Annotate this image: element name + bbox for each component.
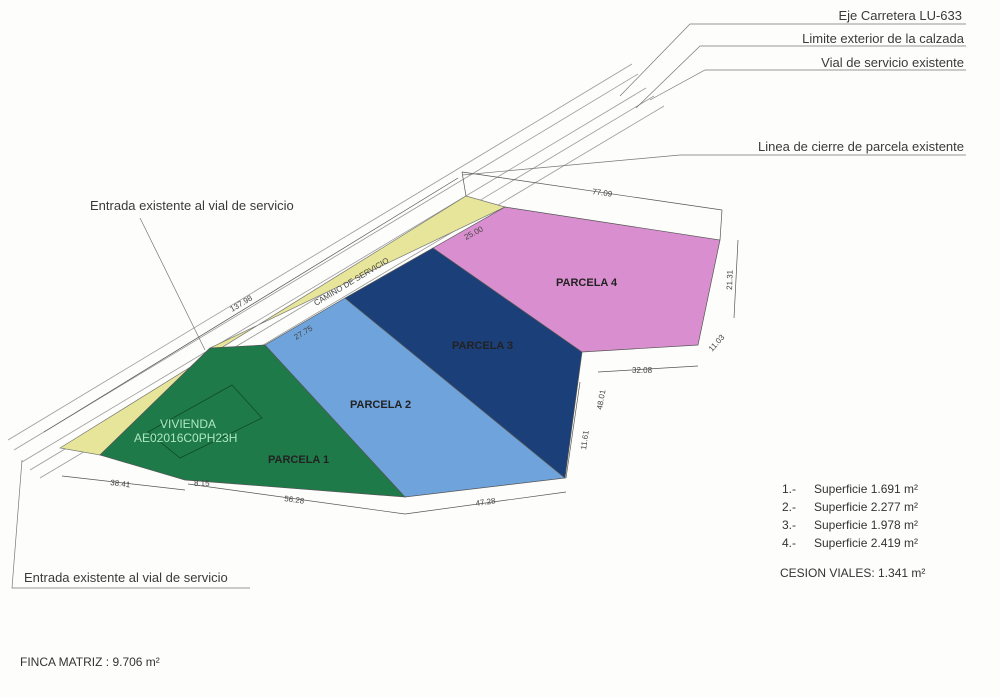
dim-11-03: 11.03 [707,332,727,353]
label-parcela-1: PARCELA 1 [268,454,329,466]
dim-38-41: 38.41 [110,478,132,489]
dim-21-31: 21.31 [725,269,735,290]
dim-line-3208 [597,365,699,373]
legend-row-1: 1.-Superficie 1.691 m² [782,482,919,496]
leader-vial [649,69,966,101]
legend-row-3: 3.-Superficie 1.978 m² [782,518,919,532]
road-line-1 [7,63,633,441]
dim-line-4728 [404,491,567,515]
label-referencia-catastral: AE02016C0PH23H [134,431,237,445]
label-linea-cierre: Linea de cierre de parcela existente [758,139,964,154]
leader-cierre [461,154,966,176]
label-parcela-2: PARCELA 2 [350,399,411,411]
dim-77-09: 77.09 [592,187,614,199]
parcel-4-area [432,206,721,353]
legend-row-2: 2.-Superficie 2.277 m² [782,500,919,514]
label-parcela-4: PARCELA 4 [556,277,618,289]
leader-lines [11,23,966,589]
leader-limite [635,45,966,109]
dim-32-08: 32.08 [632,366,653,375]
road-line-2 [13,73,639,451]
label-vial-servicio: Vial de servicio existente [821,55,964,70]
dim-line-13798 [43,177,459,433]
dim-tick-top-left [461,171,467,197]
dimension-lines [43,171,739,515]
dim-line-1161 [565,381,581,479]
dim-tick-top-right [719,209,723,241]
dim-47-28: 47.28 [475,496,497,508]
road-line-3 [21,87,647,463]
dim-line-right [733,239,739,319]
dim-8-15: 8.15 [194,479,210,488]
cesion-viales-text: CESION VIALES: 1.341 m² [780,566,926,580]
legend-row-4: 4.-Superficie 2.419 m² [782,536,919,550]
leader-entrada-top [139,217,206,351]
dim-48-01: 48.01 [595,389,607,411]
dim-11-61: 11.61 [579,429,591,450]
leader-entrada-bottom [11,459,250,589]
label-entrada-bottom: Entrada existente al vial de servicio [24,570,228,585]
dim-line-top [461,171,723,211]
house-outline [147,384,263,459]
leader-eje [619,23,966,97]
finca-matriz-text: FINCA MATRIZ : 9.706 m² [20,655,160,669]
label-limite-calzada: Limite exterior de la calzada [802,31,965,46]
dim-line-5628 [187,483,406,515]
label-parcela-3: PARCELA 3 [452,340,513,352]
dim-56-28: 56.28 [284,494,306,506]
label-entrada-top: Entrada existente al vial de servicio [90,198,294,213]
service-road-area [59,195,506,456]
label-vivienda: VIVIENDA [160,417,216,431]
label-eje-carretera: Eje Carretera LU-633 [838,8,962,23]
dim-line-3841 [61,475,186,491]
surface-legend: 1.-Superficie 1.691 m² 2.-Superficie 2.2… [782,480,918,552]
